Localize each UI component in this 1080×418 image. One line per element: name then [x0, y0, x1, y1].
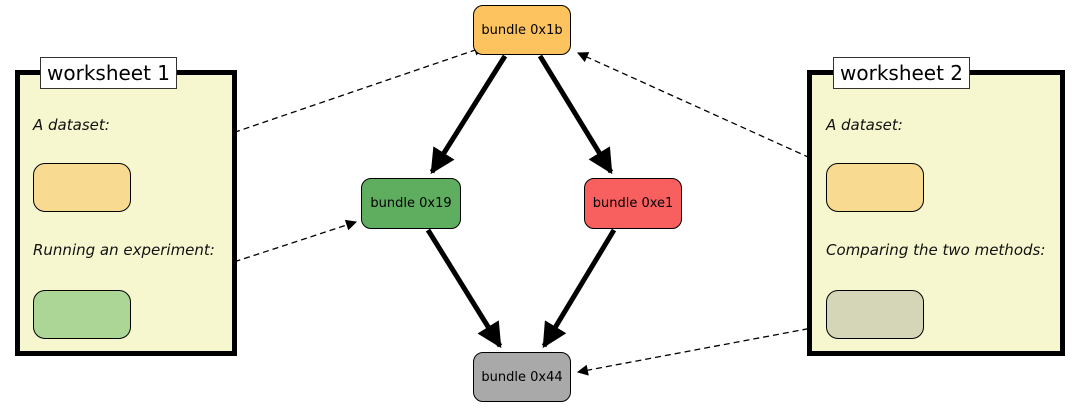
worksheet-2-dataset-box[interactable]	[826, 163, 924, 212]
ref-ws2-compare-to-bottom	[576, 324, 829, 376]
worksheet-2-panel	[807, 70, 1065, 356]
bundle-0x1b-node[interactable]: bundle 0x1b	[473, 5, 571, 55]
worksheet-2-label-dataset: A dataset:	[826, 116, 903, 134]
bundle-0x44-node[interactable]: bundle 0x44	[473, 352, 571, 402]
worksheet-2-compare-box[interactable]	[826, 290, 924, 339]
arrow-top-to-left	[429, 54, 508, 175]
worksheet-2-title: worksheet 2	[833, 57, 971, 89]
worksheet-1-dataset-box[interactable]	[33, 163, 131, 212]
worksheet-1-title: worksheet 1	[40, 57, 178, 89]
worksheet-1-label-experiment: Running an experiment:	[33, 241, 215, 259]
worksheet-1-label-dataset: A dataset:	[33, 116, 110, 134]
arrow-right-to-bottom	[541, 228, 617, 349]
arrow-left-to-bottom	[425, 228, 503, 349]
arrow-top-to-right	[537, 54, 614, 175]
worksheet-1-experiment-box[interactable]	[33, 290, 131, 339]
worksheet-2-label-compare: Comparing the two methods:	[826, 241, 1046, 259]
ref-ws2-dataset-to-top	[576, 52, 829, 167]
bundle-0xe1-node[interactable]: bundle 0xe1	[584, 178, 682, 229]
bundle-0x19-node[interactable]: bundle 0x19	[361, 178, 461, 229]
